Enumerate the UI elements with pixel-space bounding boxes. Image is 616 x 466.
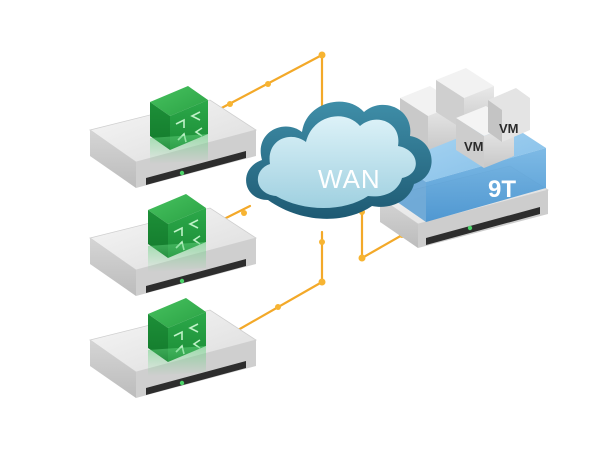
vm-cluster xyxy=(400,68,530,168)
green-cube-icon xyxy=(148,298,206,376)
link-node xyxy=(318,278,326,286)
link-node xyxy=(318,51,326,59)
link-appliance-1 xyxy=(212,53,324,122)
link-appliance-2 xyxy=(220,204,252,222)
storage-array-icon: VM VM 9T xyxy=(379,68,549,248)
storage-capacity-label: 9T xyxy=(488,176,516,203)
cloud-icon: WAN xyxy=(246,101,432,219)
link-nodes xyxy=(227,51,405,310)
vm-label-1: VM xyxy=(464,139,484,154)
branch-server-1 xyxy=(89,86,257,188)
branch-server-3 xyxy=(89,298,257,398)
branch-server-2 xyxy=(89,194,257,296)
link-node xyxy=(275,304,281,310)
link-node xyxy=(227,101,233,107)
green-cube-icon xyxy=(148,194,206,272)
green-cube-icon xyxy=(150,86,208,164)
link-node xyxy=(241,210,247,216)
link-node xyxy=(265,81,271,87)
vm-label-2: VM xyxy=(499,121,519,136)
link-node xyxy=(319,239,325,245)
link-node xyxy=(358,254,366,262)
wan-label: WAN xyxy=(318,164,381,194)
